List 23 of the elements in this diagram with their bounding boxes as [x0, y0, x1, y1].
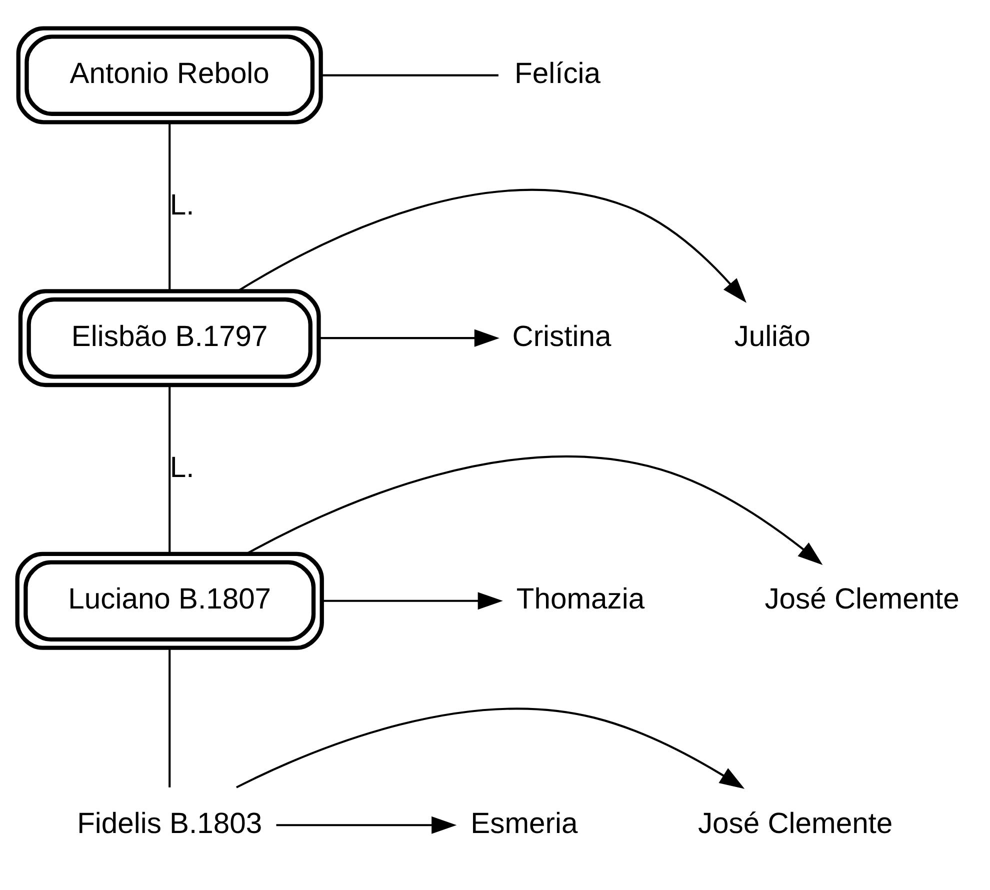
edge-label: L. [169, 188, 194, 221]
arrow [276, 816, 456, 834]
node-text: Fidelis B.1803 [76, 807, 262, 840]
arrow [246, 455, 822, 565]
node-box: Elisbão B.1797 [18, 288, 320, 387]
connector [168, 122, 170, 290]
arrow [236, 707, 744, 788]
connector [168, 648, 170, 787]
connector [320, 74, 498, 76]
node-text: Esmeria [470, 807, 578, 840]
node-text: José Clemente [764, 583, 959, 616]
arrow [237, 188, 746, 302]
node-text: Thomazia [516, 583, 644, 616]
node-text: Cristina [512, 320, 611, 352]
node-box: Antonio Rebolo [16, 26, 322, 124]
node-text: Julião [734, 320, 810, 352]
node-text: José Clemente [697, 807, 892, 840]
node-text: Felícia [514, 58, 600, 90]
edge-label: L. [169, 452, 194, 484]
node-box: Luciano B.1807 [14, 551, 324, 650]
arrow [322, 592, 502, 610]
connector [168, 384, 170, 553]
arrow [318, 328, 499, 346]
